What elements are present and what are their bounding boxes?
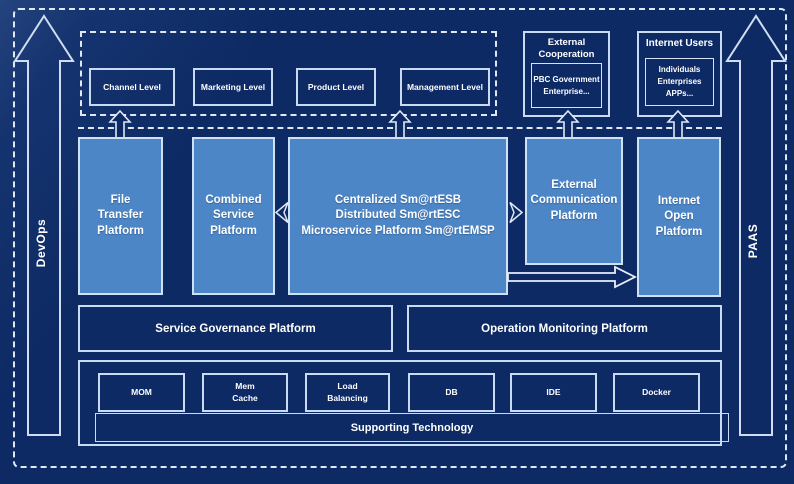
tech-box-mem-cache: Mem Cache <box>202 373 288 412</box>
arrow-left-icon <box>274 201 289 224</box>
tech-label: IDE <box>546 386 561 397</box>
platform-file-transfer: File Transfer Platform <box>78 137 163 295</box>
tech-box-db: DB <box>408 373 495 412</box>
level-box-product: Product Level <box>296 68 376 106</box>
level-label: Marketing Level <box>200 82 266 92</box>
platform-label: Combined Service Platform <box>205 193 262 237</box>
platform-external-communication: External Communication Platform <box>525 137 623 265</box>
service-governance-label: Service Governance Platform <box>155 322 316 335</box>
internet-users-title: Internet Users <box>645 38 714 49</box>
up-arrow-icon <box>108 109 132 139</box>
platform-combined-service: Combined Service Platform <box>192 137 275 295</box>
tech-label: DB <box>445 386 458 397</box>
paas-label: PAAS <box>746 223 760 259</box>
level-box-channel: Channel Level <box>89 68 175 106</box>
tech-label: Mem Cache <box>232 380 258 403</box>
supporting-technology-label: Supporting Technology <box>350 421 474 434</box>
platform-central-esb: Centralized Sm@rtESB Distributed Sm@rtES… <box>288 137 508 295</box>
platform-label: Internet Open Platform <box>655 194 703 238</box>
devops-label: DevOps <box>34 218 48 268</box>
internet-users-members-box: Individuals Enterprises APPs... <box>645 58 714 106</box>
outer-dashed-border <box>13 8 787 468</box>
up-arrow-icon <box>388 109 412 139</box>
levels-dashed-box <box>80 31 497 116</box>
devops-arrow-icon <box>13 14 75 436</box>
paas-arrow-icon <box>725 14 787 436</box>
service-governance-platform-box: Service Governance Platform <box>78 305 393 352</box>
supporting-technology-bar: Supporting Technology <box>95 413 729 442</box>
platform-label: External Communication Platform <box>530 178 618 222</box>
level-label: Management Level <box>406 82 484 92</box>
external-cooperation-title: External Cooperation <box>538 37 595 60</box>
up-arrow-icon <box>556 109 580 139</box>
operation-monitoring-platform-box: Operation Monitoring Platform <box>407 305 722 352</box>
external-cooperation-members-box: PBC Government Enterprise... <box>531 63 602 108</box>
internet-users-box: Internet Users Individuals Enterprises A… <box>637 31 722 117</box>
level-box-management: Management Level <box>400 68 490 106</box>
platform-label: File Transfer Platform <box>97 193 144 237</box>
supporting-technology-container <box>78 360 722 446</box>
level-label: Channel Level <box>103 82 161 92</box>
platform-internet-open: Internet Open Platform <box>637 137 721 297</box>
up-arrow-icon <box>666 109 690 139</box>
tech-box-docker: Docker <box>613 373 700 412</box>
operation-monitoring-label: Operation Monitoring Platform <box>481 322 648 335</box>
external-cooperation-box: External Cooperation PBC Government Ente… <box>523 31 610 117</box>
flow-arrow-long-right-icon <box>507 265 638 289</box>
tech-box-ide: IDE <box>510 373 597 412</box>
tech-label: Load Balancing <box>327 380 368 403</box>
platform-label: Centralized Sm@rtESB Distributed Sm@rtES… <box>301 193 495 237</box>
tech-box-load-balancing: Load Balancing <box>305 373 390 412</box>
level-label: Product Level <box>307 82 365 92</box>
level-box-marketing: Marketing Level <box>193 68 273 106</box>
arrow-right-icon <box>509 201 524 224</box>
tech-label: Docker <box>642 386 671 397</box>
tech-label: MOM <box>131 386 152 397</box>
tech-box-mom: MOM <box>98 373 185 412</box>
